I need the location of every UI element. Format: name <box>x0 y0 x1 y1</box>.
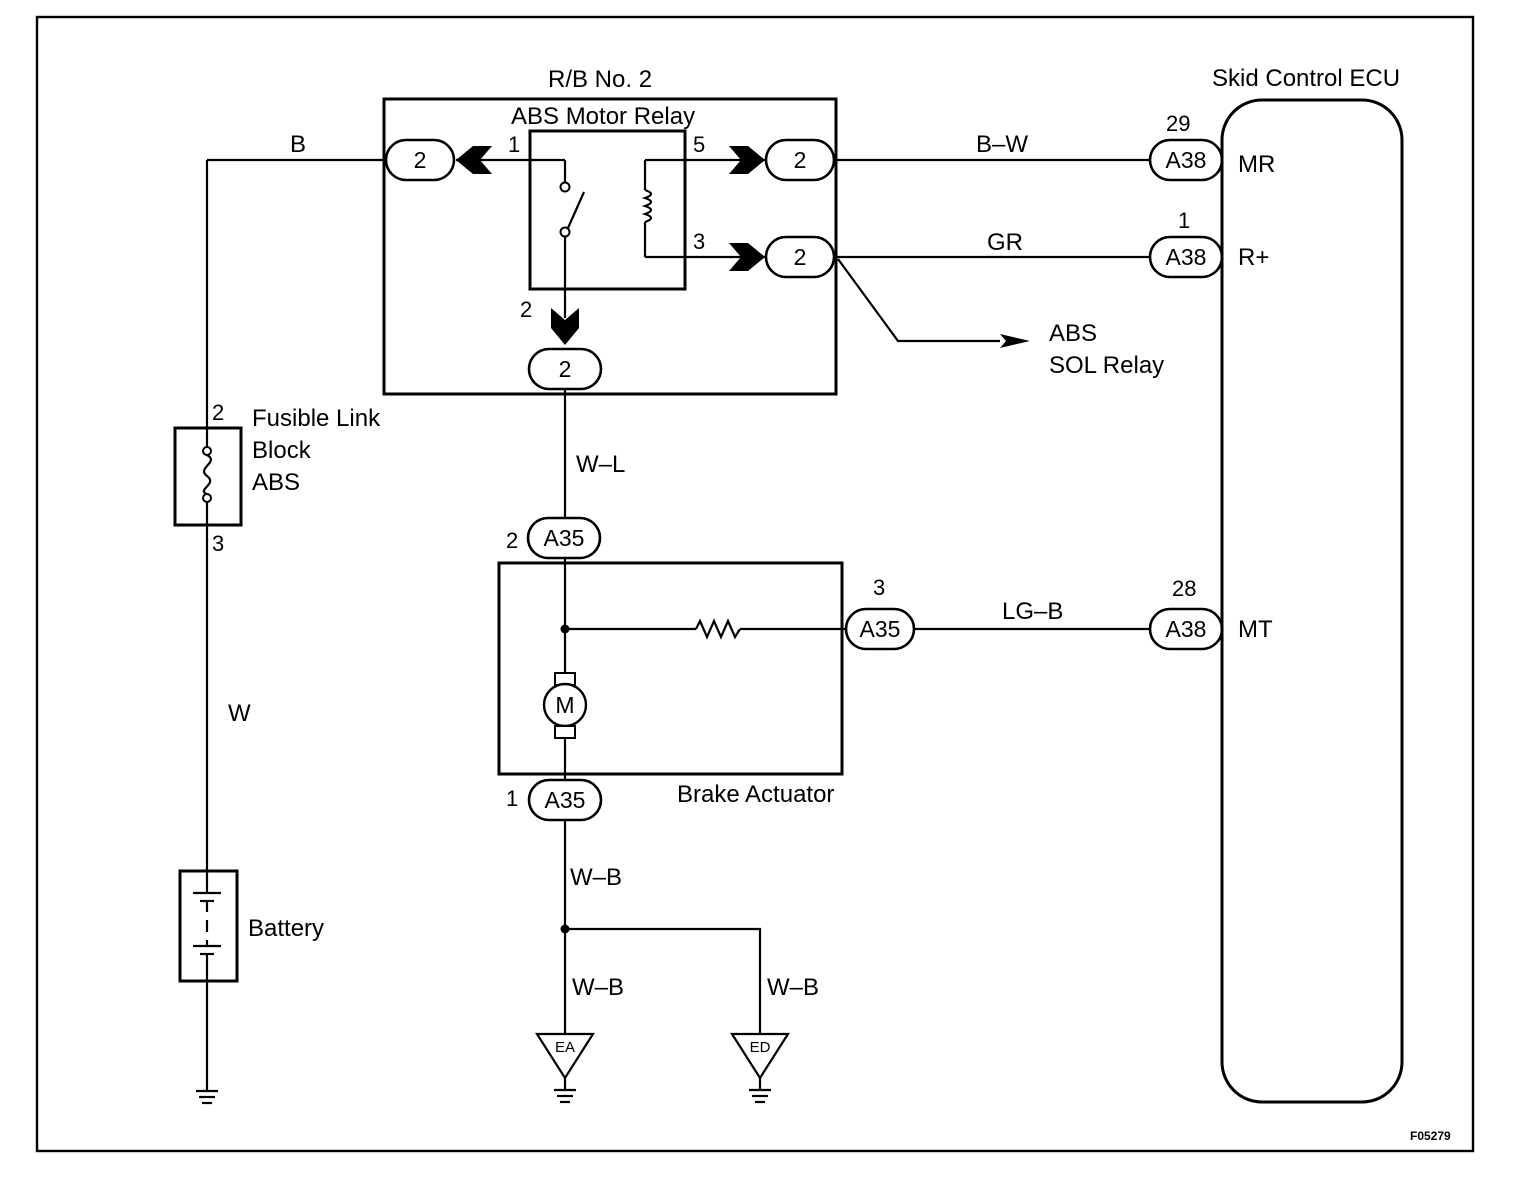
battery-icon <box>193 871 221 981</box>
ecu-terminal-mt: MT <box>1238 616 1273 643</box>
ground-ed-label: ED <box>750 1039 771 1056</box>
relay-block-box <box>382 97 838 396</box>
wire-label-w-l: W–L <box>576 451 625 478</box>
wire-label-w-b-ed: W–B <box>767 974 819 1001</box>
svg-text:2: 2 <box>794 244 807 270</box>
fusible-link-label-3: ABS <box>252 469 300 496</box>
resistor-icon <box>695 618 741 640</box>
a35-pin-1: 1 <box>506 786 518 811</box>
ground-ea-icon <box>534 1032 596 1104</box>
fusible-link-icon <box>202 428 213 525</box>
a35-connector-pin1: A35 <box>527 778 603 822</box>
battery-ground-icon <box>196 1089 218 1105</box>
fuse-pin-3: 3 <box>212 531 224 556</box>
brake-actuator-label: Brake Actuator <box>677 781 834 808</box>
svg-text:A38: A38 <box>1166 244 1207 270</box>
fuse-pin-2: 2 <box>212 400 224 425</box>
a38-pin-1: 1 <box>1178 208 1190 233</box>
fusible-link-label-2: Block <box>252 437 312 464</box>
wire-label-gr: GR <box>987 229 1023 256</box>
battery-label: Battery <box>248 915 324 942</box>
brake-actuator-box <box>497 561 844 776</box>
abs-motor-relay-title: ABS Motor Relay <box>511 103 695 130</box>
svg-text:A35: A35 <box>860 616 901 642</box>
rb-connector-pin5: 2 <box>764 138 836 182</box>
svg-text:A38: A38 <box>1166 616 1207 642</box>
pin-1-arrow <box>456 146 492 174</box>
skid-control-ecu-title: Skid Control ECU <box>1212 65 1400 92</box>
motor-icon <box>542 672 588 739</box>
diagram-id: F05279 <box>1410 1129 1451 1143</box>
ecu-terminal-mr: MR <box>1238 151 1275 178</box>
abs-motor-relay-box <box>528 129 687 291</box>
fusible-link-label-1: Fusible Link <box>252 405 381 432</box>
a38-connector-rplus: A38 <box>1148 235 1224 279</box>
a38-pin-29: 29 <box>1166 111 1190 136</box>
a38-pin-28: 28 <box>1172 576 1196 601</box>
sol-relay-label-1: ABS <box>1049 320 1097 347</box>
wire-label-b-w: B–W <box>976 131 1028 158</box>
sol-relay-label-2: SOL Relay <box>1049 352 1164 379</box>
relay-coil <box>641 158 685 259</box>
a38-connector-mt: A38 <box>1148 607 1224 651</box>
pin-3-arrow <box>729 243 765 271</box>
pin-5-arrow <box>729 146 765 174</box>
svg-text:2: 2 <box>794 147 807 173</box>
svg-text:2: 2 <box>414 147 427 173</box>
wire-label-b: B <box>290 131 306 158</box>
a35-pin-2: 2 <box>506 528 518 553</box>
relay-pin-5: 5 <box>693 132 705 157</box>
ecu-terminal-rplus: R+ <box>1238 244 1269 271</box>
wire-label-w: W <box>228 700 251 727</box>
a35-pin-3: 3 <box>873 575 885 600</box>
svg-text:A38: A38 <box>1166 147 1207 173</box>
relay-pin-3: 3 <box>693 229 705 254</box>
wire-label-w-b-ea: W–B <box>572 974 624 1001</box>
rb-connector-pin3: 2 <box>764 235 836 279</box>
svg-text:2: 2 <box>559 356 572 382</box>
wire-b <box>205 158 386 428</box>
a35-connector-pin3: A35 <box>844 607 916 651</box>
ground-ea-label: EA <box>555 1039 575 1056</box>
motor-label: M <box>555 692 574 718</box>
pin-2-arrow <box>551 308 579 345</box>
svg-text:A35: A35 <box>545 787 586 813</box>
relay-pin-2: 2 <box>520 297 532 322</box>
rb-connector-bottom: 2 <box>527 347 603 391</box>
wire-w-b-branch <box>565 927 762 1034</box>
relay-switch <box>559 160 586 318</box>
svg-text:A35: A35 <box>544 525 585 551</box>
relay-pin-1: 1 <box>508 132 520 157</box>
wire-label-lg-b: LG–B <box>1002 598 1063 625</box>
a35-connector-pin2: A35 <box>526 516 602 560</box>
wire-label-w-b-main: W–B <box>570 864 622 891</box>
battery-box <box>178 869 239 983</box>
ground-ed-icon <box>729 1032 791 1104</box>
skid-control-ecu-box <box>1220 98 1404 1104</box>
a38-connector-mr: A38 <box>1148 138 1224 182</box>
relay-block-title: R/B No. 2 <box>548 66 652 93</box>
wire-to-sol-relay <box>837 258 1030 348</box>
rb-connector-left: 2 <box>384 138 456 182</box>
diagram-frame <box>35 15 1475 1153</box>
